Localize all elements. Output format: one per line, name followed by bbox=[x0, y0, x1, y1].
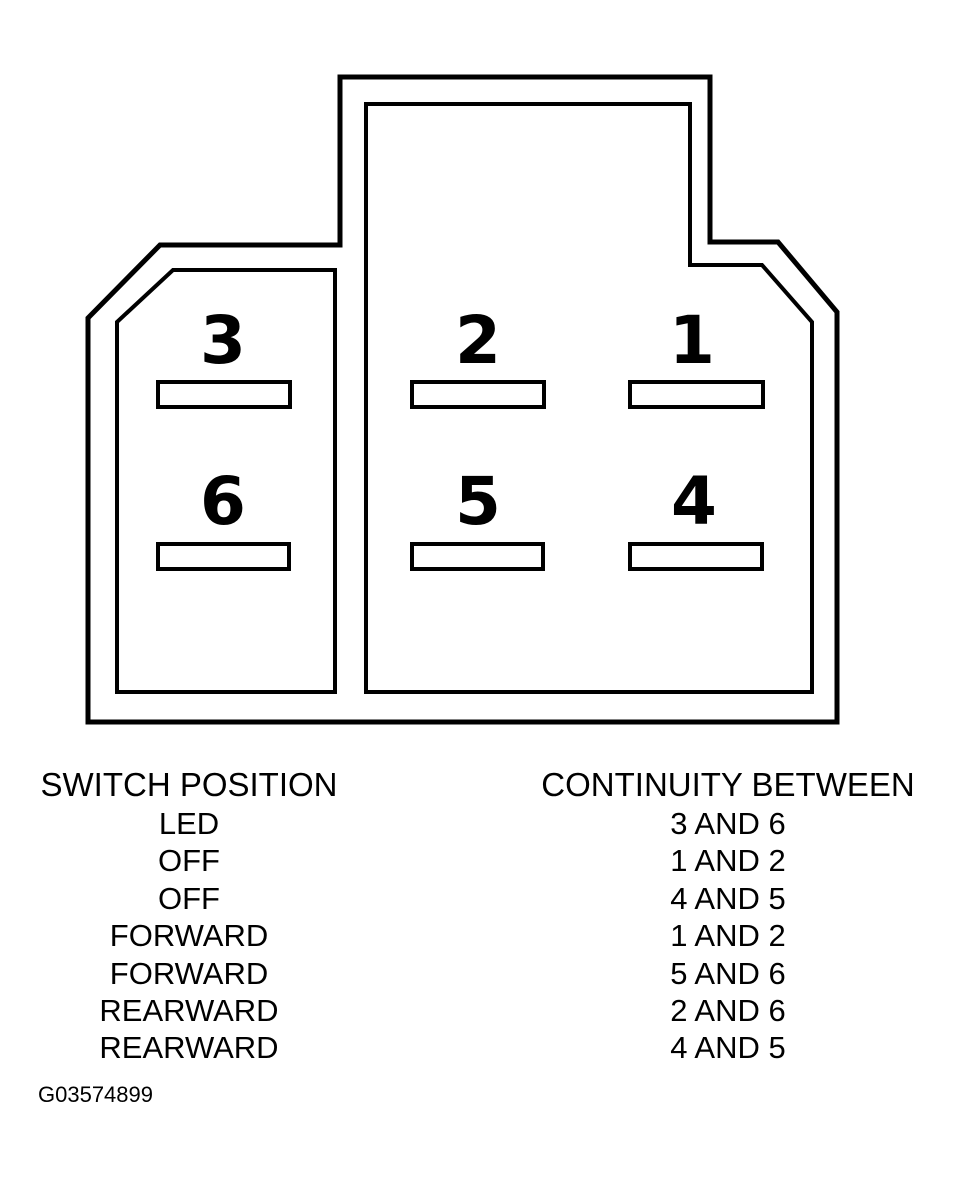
terminal-slot-2 bbox=[410, 380, 546, 409]
switch-position-cell: OFF bbox=[158, 880, 220, 916]
figure-code: G03574899 bbox=[38, 1082, 153, 1107]
switch-position-cell: REARWARD bbox=[99, 992, 279, 1028]
continuity-cell: 5 AND 6 bbox=[670, 955, 786, 991]
terminal-slot-5 bbox=[410, 542, 545, 571]
connector-diagram: 3 2 1 6 5 4 bbox=[85, 74, 840, 725]
continuity-cell: 1 AND 2 bbox=[670, 918, 786, 954]
continuity-cell: 1 AND 2 bbox=[670, 843, 786, 879]
terminal-slot-4 bbox=[628, 542, 764, 571]
continuity-between-column: CONTINUITY BETWEEN 3 AND 6 1 AND 2 4 AND… bbox=[537, 765, 919, 1067]
switch-position-column: SWITCH POSITION LED OFF OFF FORWARD FORW… bbox=[37, 765, 341, 1067]
terminal-slot-6 bbox=[156, 542, 291, 571]
pin-label-4: 4 bbox=[671, 463, 717, 540]
pin-label-3: 3 bbox=[200, 302, 246, 379]
switch-position-cell: LED bbox=[158, 806, 220, 841]
continuity-cell: 2 AND 6 bbox=[670, 992, 786, 1028]
terminal-slot-1 bbox=[628, 380, 765, 409]
switch-position-header: SWITCH POSITION bbox=[40, 766, 338, 803]
pin-label-6: 6 bbox=[200, 463, 246, 540]
continuity-between-header: CONTINUITY BETWEEN bbox=[541, 766, 915, 803]
connector-left-cavity bbox=[115, 268, 337, 694]
switch-position-cell: FORWARD bbox=[109, 918, 269, 954]
pin-label-2: 2 bbox=[455, 302, 501, 379]
continuity-cell: 3 AND 6 bbox=[670, 806, 786, 841]
pin-label-1: 1 bbox=[669, 302, 715, 379]
switch-position-cell: FORWARD bbox=[109, 955, 269, 991]
continuity-cell: 4 AND 5 bbox=[670, 880, 786, 916]
pin-label-5: 5 bbox=[455, 463, 501, 540]
terminal-slot-3 bbox=[156, 380, 292, 409]
switch-position-cell: OFF bbox=[158, 843, 220, 879]
switch-position-cell: REARWARD bbox=[99, 1030, 279, 1066]
continuity-cell: 4 AND 5 bbox=[670, 1030, 786, 1066]
